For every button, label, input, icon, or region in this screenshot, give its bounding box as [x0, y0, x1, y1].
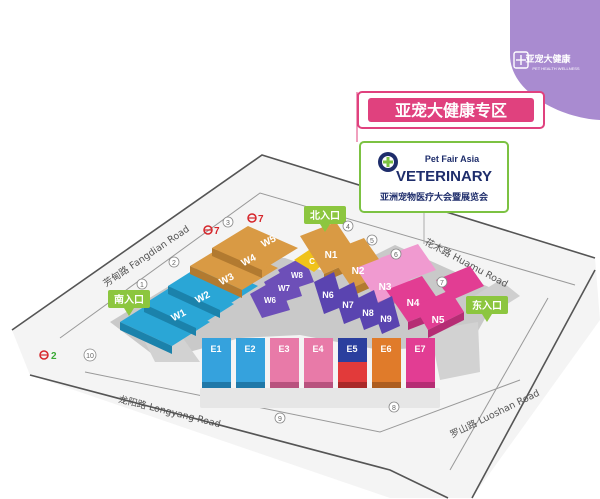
- health-zone-badge-sub: PET HEALTH WELLNESS: [532, 66, 580, 71]
- gate-pin-3: 3: [222, 216, 234, 228]
- health-zone-badge-text: 亚宠大健康: [525, 53, 571, 65]
- vet-line3: 亚洲宠物医疗大会暨展览会: [380, 191, 489, 203]
- north-entrance-label: 北入口: [310, 209, 340, 222]
- hall-e2[interactable]: [236, 338, 265, 382]
- hall-label-w7: W7: [278, 284, 291, 293]
- metro-line-7-west: 7: [203, 225, 220, 237]
- hall-label-n9: N9: [380, 314, 392, 324]
- hall-w2[interactable]: [144, 280, 234, 328]
- hall-e6[interactable]: [372, 338, 401, 382]
- hall-label-n3: N3: [379, 282, 392, 293]
- hall-label-n5: N5: [432, 315, 445, 326]
- health-zone-logo-icon: [513, 51, 529, 69]
- north-halls: [300, 222, 484, 338]
- hall-label-e3: E3: [278, 344, 289, 354]
- health-zone-callout: 亚宠大健康 PET HEALTH WELLNESS 亚宠大健康专区 Pet Fa…: [356, 0, 600, 244]
- hall-w5[interactable]: [212, 226, 298, 270]
- east-halls: [202, 338, 435, 388]
- south-entrance-label: 南入口: [114, 293, 144, 306]
- hall-label-e6: E6: [380, 344, 391, 354]
- metro-line-7-north: 7: [247, 213, 264, 225]
- gate-pin-4: 4: [342, 220, 354, 232]
- hall-label-n8: N8: [362, 308, 374, 318]
- west-inner-halls: [250, 256, 314, 318]
- hall-n6[interactable]: [314, 272, 344, 314]
- north-inner-halls: [314, 272, 400, 334]
- hall-w1[interactable]: [120, 298, 210, 346]
- south-entrance[interactable]: 南入口: [108, 290, 150, 316]
- hall-e4[interactable]: [304, 338, 333, 382]
- svg-text:7: 7: [440, 280, 444, 287]
- hall-label-c: C: [309, 257, 315, 266]
- hall-e1[interactable]: [202, 338, 231, 382]
- hall-label-n6: N6: [322, 290, 334, 300]
- hall-n-extra[interactable]: [436, 266, 484, 300]
- hall-e3[interactable]: [270, 338, 299, 382]
- gate-pin-8: 8: [388, 401, 400, 413]
- gate-pin-9: 9: [274, 412, 286, 424]
- hall-n5[interactable]: [414, 290, 464, 330]
- hall-e5[interactable]: [338, 338, 367, 362]
- svg-text:3: 3: [226, 220, 230, 227]
- north-entrance[interactable]: 北入口: [304, 206, 346, 232]
- hall-n7[interactable]: [334, 282, 364, 324]
- svg-text:2: 2: [172, 260, 176, 267]
- svg-text:6: 6: [394, 252, 398, 259]
- metro-label-7-west: 7: [214, 226, 220, 237]
- hall-label-e5: E5: [346, 344, 357, 354]
- hall-label-n4: N4: [407, 298, 420, 309]
- metro-label-2: 2: [51, 351, 57, 362]
- east-entrance[interactable]: 东入口: [466, 296, 508, 322]
- hall-label-w8: W8: [291, 271, 304, 280]
- pet-fair-logo-icon: [378, 152, 398, 172]
- svg-text:10: 10: [86, 353, 94, 360]
- health-zone-title: 亚宠大健康专区: [395, 101, 507, 120]
- hall-label-n1: N1: [325, 250, 338, 261]
- hall-label-n2: N2: [352, 266, 365, 277]
- metro-line-2: 2: [39, 350, 57, 362]
- svg-text:5: 5: [370, 238, 374, 245]
- east-entrance-label: 东入口: [472, 299, 502, 312]
- hall-e5-annex[interactable]: [338, 362, 367, 382]
- hall-n9[interactable]: [372, 296, 400, 334]
- svg-text:4: 4: [346, 224, 350, 231]
- svg-text:9: 9: [278, 416, 282, 423]
- hall-label-e4: E4: [312, 344, 323, 354]
- gate-pin-1: 1: [136, 278, 148, 290]
- hall-label-e7: E7: [414, 344, 425, 354]
- west-halls: [120, 226, 298, 354]
- gate-pin-10: 10: [83, 348, 97, 362]
- hall-label-e1: E1: [210, 344, 221, 354]
- health-zone-badge: [510, 0, 600, 120]
- vet-line1: Pet Fair Asia: [425, 154, 480, 164]
- gate-pin-7: 7: [436, 276, 448, 288]
- svg-text:8: 8: [392, 405, 396, 412]
- gate-pin-2: 2: [168, 256, 180, 268]
- hall-label-n7: N7: [342, 300, 354, 310]
- gate-pin-6: 6: [390, 248, 402, 260]
- hall-label-e2: E2: [244, 344, 255, 354]
- gate-pin-5: 5: [366, 234, 378, 246]
- gate-pins: 1 2 3 4 5 6 7 8 9 10: [83, 216, 448, 424]
- hall-n8[interactable]: [354, 290, 384, 330]
- vet-line2: VETERINARY: [396, 168, 492, 185]
- hall-label-w6: W6: [264, 296, 277, 305]
- metro-label-7-north: 7: [258, 214, 264, 225]
- hall-e7[interactable]: [406, 338, 435, 382]
- svg-text:1: 1: [140, 282, 144, 289]
